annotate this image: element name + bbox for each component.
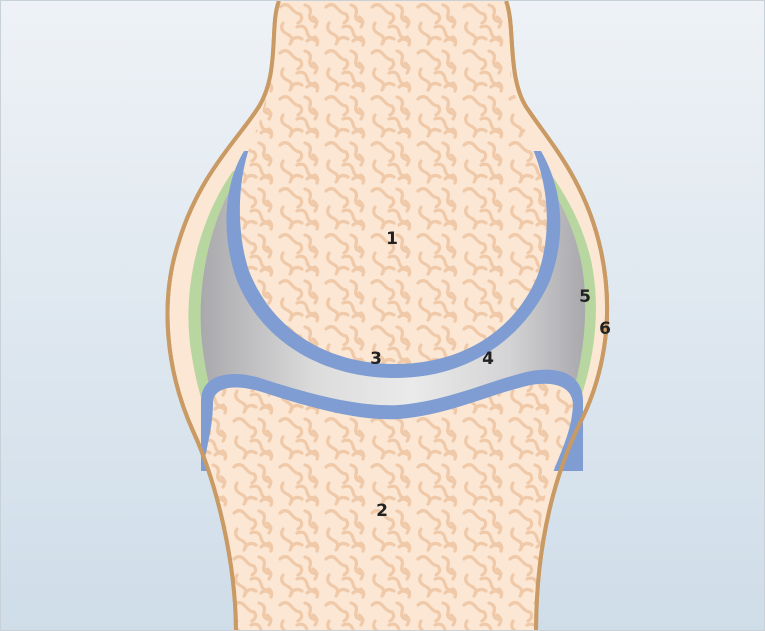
label-4: 4 bbox=[482, 349, 494, 369]
label-3: 3 bbox=[370, 349, 382, 369]
upper-bone bbox=[240, 1, 547, 364]
label-2: 2 bbox=[376, 501, 388, 521]
label-5: 5 bbox=[579, 287, 591, 307]
label-1: 1 bbox=[386, 229, 398, 249]
label-6: 6 bbox=[599, 319, 611, 339]
